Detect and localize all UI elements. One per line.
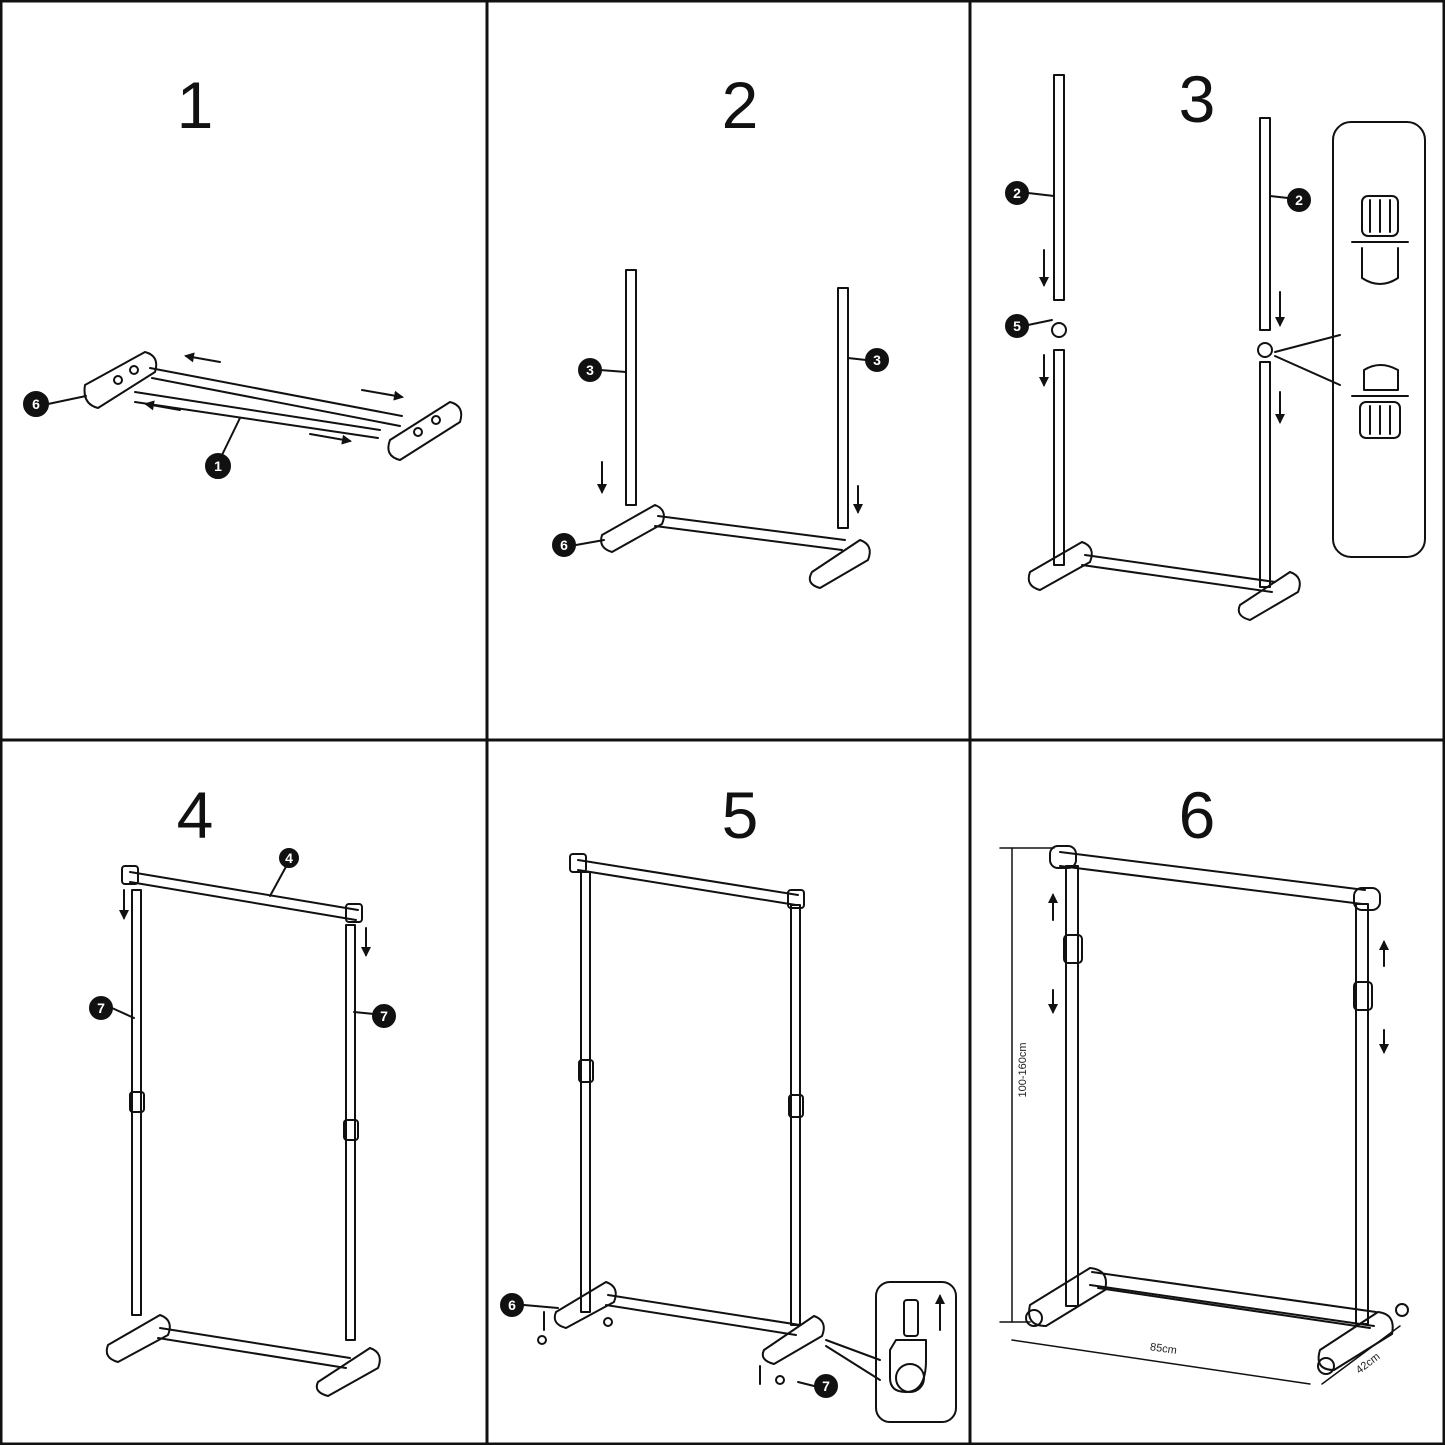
svg-text:2: 2 (1013, 185, 1021, 201)
step-3-number: 3 (1179, 62, 1216, 136)
width-dimension-label: 85cm (1149, 1341, 1177, 1357)
panel-step-5: 5 6 7 (500, 778, 957, 1423)
svg-text:5: 5 (1013, 318, 1021, 334)
part-callout: 7 (814, 1374, 838, 1398)
connector-detail-inset (1332, 121, 1426, 558)
step-1-number: 1 (177, 68, 214, 142)
svg-text:3: 3 (586, 362, 594, 378)
svg-text:1: 1 (214, 458, 222, 474)
part-callout: 3 (578, 358, 602, 382)
part-callout: 3 (865, 348, 889, 372)
step-6-number: 6 (1179, 778, 1216, 852)
svg-text:7: 7 (97, 1000, 105, 1016)
step-4-number: 4 (177, 778, 214, 852)
svg-text:2: 2 (1295, 192, 1303, 208)
caster-detail-inset (875, 1281, 957, 1423)
step-2-number: 2 (722, 68, 759, 142)
part-callout: 4 (279, 848, 299, 868)
panel-step-6: 6 100-160cm 85cm 42cm (999, 778, 1409, 1385)
svg-text:4: 4 (285, 850, 293, 866)
part-callout: 6 (552, 533, 576, 557)
svg-text:6: 6 (508, 1297, 516, 1313)
svg-text:7: 7 (822, 1378, 830, 1394)
part-callout: 5 (1005, 314, 1029, 338)
svg-text:6: 6 (32, 396, 40, 412)
height-dimension-label: 100-160cm (1017, 1042, 1029, 1097)
panel-step-4: 4 4 7 7 (89, 778, 396, 1397)
svg-text:7: 7 (380, 1008, 388, 1024)
part-callout: 2 (1287, 188, 1311, 212)
step-5-number: 5 (722, 778, 759, 852)
dimension-lines (999, 847, 1401, 1385)
panel-step-1: 1 6 1 (23, 68, 463, 479)
part-callout: 7 (89, 996, 113, 1020)
svg-text:6: 6 (560, 537, 568, 553)
part-callout: 6 (500, 1293, 524, 1317)
part-callout: 6 (23, 391, 49, 417)
svg-text:3: 3 (873, 352, 881, 368)
panel-step-3: 3 2 2 5 (1005, 62, 1426, 621)
part-callout: 2 (1005, 181, 1029, 205)
part-callout: 1 (205, 453, 231, 479)
part-callout: 7 (372, 1004, 396, 1028)
panel-step-2: 2 3 3 6 (552, 68, 889, 589)
